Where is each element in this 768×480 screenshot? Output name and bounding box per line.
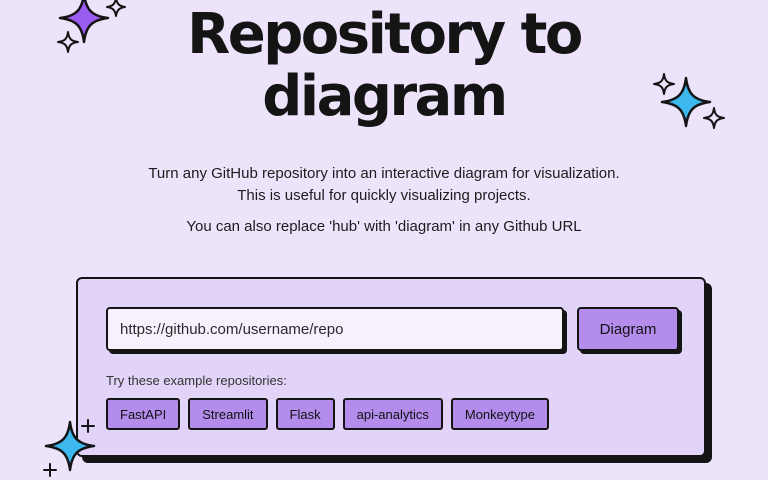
diagram-button[interactable]: Diagram	[577, 307, 679, 351]
sparkle-purple-icon	[57, 0, 126, 53]
sparkle-blue-icon	[653, 73, 725, 129]
page-title: Repository to diagram	[0, 4, 768, 128]
example-repo-flask[interactable]: Flask	[275, 398, 335, 430]
example-repo-monkeytype[interactable]: Monkeytype	[450, 398, 549, 430]
title-line-1: Repository to	[187, 2, 583, 67]
intro-line-1: Turn any GitHub repository into an inter…	[148, 165, 620, 182]
repo-url-input[interactable]	[106, 307, 564, 351]
examples-label: Try these example repositories:	[106, 373, 287, 388]
example-repo-api-analytics[interactable]: api-analytics	[342, 398, 443, 430]
example-repo-streamlit[interactable]: Streamlit	[188, 398, 268, 430]
example-repos: FastAPI Streamlit Flask api-analytics Mo…	[106, 398, 549, 430]
intro-line-3: You can also replace 'hub' with 'diagram…	[186, 218, 582, 235]
title-line-2: diagram	[262, 64, 508, 129]
repo-form-card: Diagram Try these example repositories: …	[76, 277, 706, 457]
sparkle-blue-icon	[43, 419, 96, 477]
intro-line-2: This is useful for quickly visualizing p…	[237, 187, 531, 204]
example-repo-fastapi[interactable]: FastAPI	[106, 398, 181, 430]
